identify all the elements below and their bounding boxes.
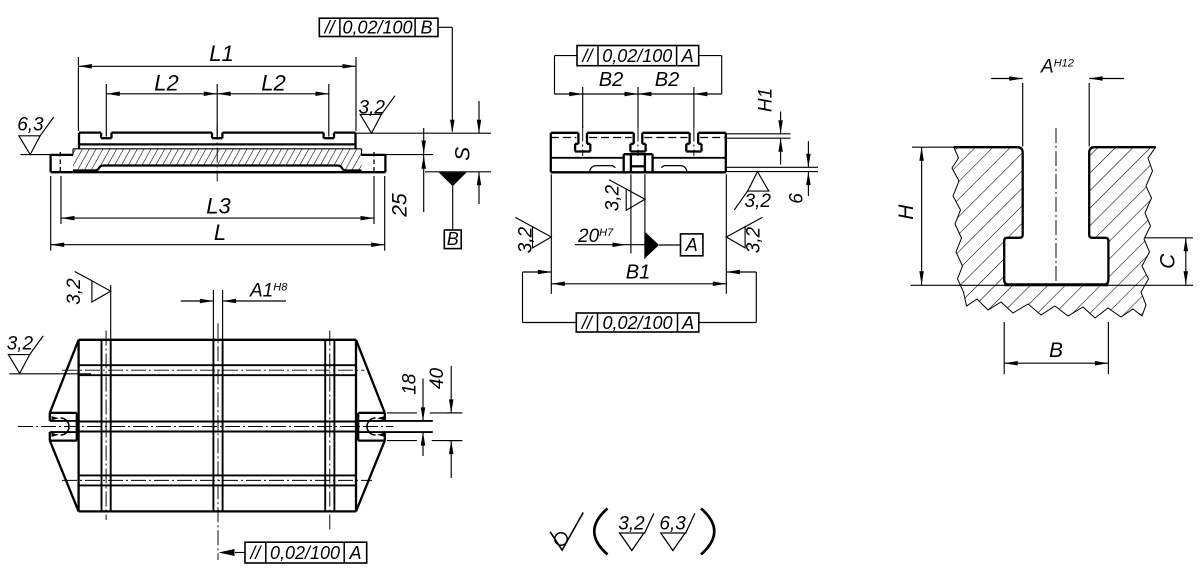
svg-text:0,02/100: 0,02/100 bbox=[602, 313, 672, 333]
svg-text:6,3: 6,3 bbox=[659, 514, 686, 535]
svg-text:L2: L2 bbox=[154, 71, 178, 96]
svg-text:B2: B2 bbox=[655, 69, 679, 91]
svg-text:3,2: 3,2 bbox=[64, 278, 85, 305]
svg-text:6,3: 6,3 bbox=[17, 115, 44, 136]
svg-text:L1: L1 bbox=[209, 41, 233, 66]
svg-text:L: L bbox=[214, 220, 226, 245]
svg-text:0,02/100: 0,02/100 bbox=[342, 18, 412, 38]
svg-text:A: A bbox=[348, 543, 361, 563]
svg-text:0,02/100: 0,02/100 bbox=[602, 46, 672, 66]
svg-text:B: B bbox=[421, 18, 433, 38]
svg-text:H: H bbox=[895, 204, 918, 220]
svg-text:3,2: 3,2 bbox=[745, 191, 772, 212]
svg-text:40: 40 bbox=[427, 368, 448, 390]
svg-text:L3: L3 bbox=[206, 194, 231, 219]
svg-text:A: A bbox=[685, 235, 698, 255]
svg-text://: // bbox=[580, 46, 594, 66]
svg-text://: // bbox=[248, 543, 262, 563]
svg-text:A: A bbox=[681, 313, 694, 333]
svg-text:A: A bbox=[681, 46, 694, 66]
svg-text:3,2: 3,2 bbox=[603, 184, 624, 211]
svg-text:25: 25 bbox=[389, 193, 412, 218]
svg-text:3,2: 3,2 bbox=[516, 226, 537, 253]
svg-text:B1: B1 bbox=[626, 262, 650, 284]
svg-text:B: B bbox=[447, 229, 459, 249]
svg-text:3,2: 3,2 bbox=[618, 514, 645, 535]
svg-text:B2: B2 bbox=[599, 69, 623, 91]
svg-text:3,2: 3,2 bbox=[7, 333, 34, 354]
svg-text:H1: H1 bbox=[756, 88, 777, 112]
svg-text:S: S bbox=[452, 147, 475, 161]
svg-text:6: 6 bbox=[787, 193, 808, 204]
svg-text:C: C bbox=[1157, 253, 1180, 269]
svg-text:L2: L2 bbox=[261, 71, 285, 96]
svg-text:18: 18 bbox=[400, 373, 421, 395]
svg-text:B: B bbox=[1049, 339, 1063, 362]
svg-text:3,2: 3,2 bbox=[744, 226, 765, 253]
svg-text://: // bbox=[580, 313, 594, 333]
svg-text:3,2: 3,2 bbox=[359, 98, 386, 119]
svg-text:0,02/100: 0,02/100 bbox=[270, 543, 340, 563]
svg-text://: // bbox=[323, 18, 337, 38]
